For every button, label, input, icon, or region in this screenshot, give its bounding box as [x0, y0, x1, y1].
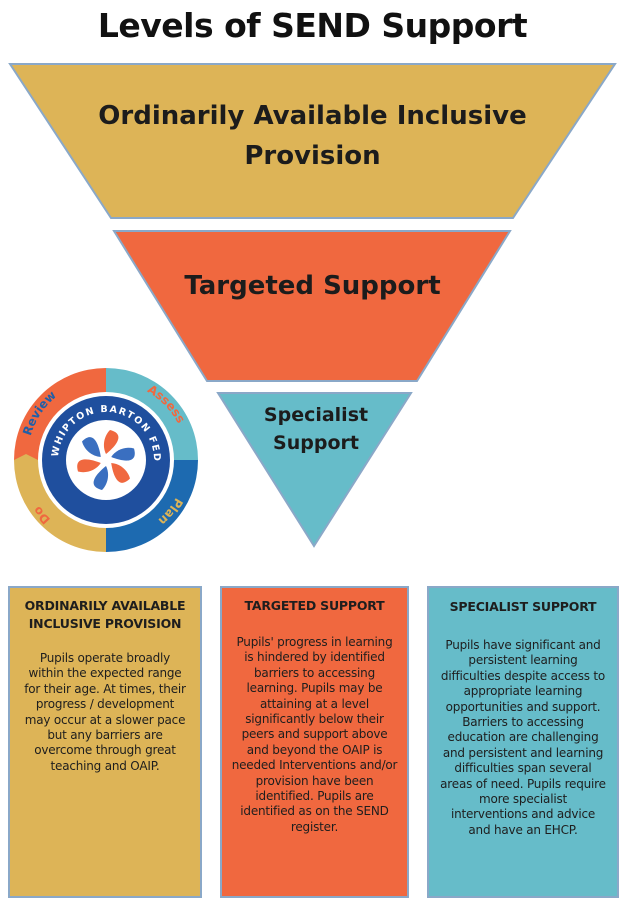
box-text-line: and beyond the OAIP is: [246, 742, 383, 757]
box-text-line: Barriers to accessing: [462, 715, 584, 730]
specialist-support-box-heading: SPECIALIST SUPPORT: [449, 599, 597, 614]
box-text-line: is hindered by identified: [244, 650, 385, 665]
box-text-line: may occur at a slower pace: [24, 712, 186, 727]
targeted-support-description-box: TARGETED SUPPORT Pupils' progress in lea…: [220, 586, 409, 898]
box-text-line: appropriate learning: [463, 684, 583, 699]
box-text-line: Pupils have significant and: [445, 638, 601, 652]
box-text-line: within the expected range: [28, 666, 182, 681]
assess-plan-do-review-cycle: Review Assess Plan Do WHIPTON BARTON FED…: [8, 362, 198, 552]
box-text-line: difficulties span several: [454, 761, 592, 776]
box-text-line: overcome through great: [34, 743, 176, 758]
box-text-line: identified. Pupils are: [255, 789, 374, 804]
box-text-line: progress / development: [35, 697, 175, 712]
box-text-line: significantly below their: [245, 712, 384, 727]
cycle-segment-assess: [106, 368, 198, 466]
specialist-support-description-box: SPECIALIST SUPPORT Pupils have significa…: [427, 586, 619, 898]
oaip-box-heading: ORDINARILY AVAILABLE INCLUSIVE PROVISION: [24, 598, 186, 631]
funnel-tier-1-label: Ordinarily Available Inclusive Provision: [98, 101, 527, 171]
funnel-tier-2-shape: [112, 230, 512, 382]
box-text-line: Pupils' progress in learning: [236, 635, 393, 649]
box-text-line: education are challenging: [447, 730, 599, 745]
cycle-segment-review: [14, 368, 112, 460]
oaip-box-body: Pupils operate broadly within the expect…: [18, 651, 192, 774]
specialist-support-box-body: Pupils have significant and persistent l…: [437, 638, 609, 838]
box-text-line: and persistent and learning: [442, 745, 604, 760]
box-text-line: teaching and OAIP.: [50, 758, 160, 773]
box-text-line: difficulties despite access to: [440, 668, 606, 683]
oaip-description-box: ORDINARILY AVAILABLE INCLUSIVE PROVISION…: [8, 586, 202, 898]
box-text-line: persistent learning: [468, 653, 578, 668]
box-text-line: provision have been: [255, 773, 374, 788]
box-text-line: peers and support above: [241, 727, 388, 742]
box-text-line: more specialist: [478, 792, 568, 807]
box-text-line: barriers to accessing: [254, 665, 375, 680]
box-text-line: identified as on the SEND: [240, 804, 389, 819]
page-title: Levels of SEND Support: [97, 6, 528, 45]
cycle-segment-plan: [100, 460, 198, 552]
cycle-segment-do: [14, 454, 106, 552]
box-text-line: register.: [290, 819, 339, 834]
funnel-tier-2-label: Targeted Support: [184, 271, 441, 301]
box-text-line: and have an EHCP.: [468, 822, 578, 837]
box-text-line: opportunities and support.: [445, 699, 601, 714]
box-text-line: areas of need. Pupils require: [440, 776, 606, 791]
box-text-line: attaining at a level: [259, 696, 369, 711]
box-text-line: needed Interventions and/or: [231, 758, 398, 773]
box-text-line: interventions and advice: [450, 807, 596, 822]
targeted-support-box-heading: TARGETED SUPPORT: [244, 598, 385, 613]
box-text-line: but any barriers are: [47, 728, 163, 743]
targeted-support-box-body: Pupils' progress in learning is hindered…: [230, 635, 399, 835]
box-text-line: for their age. At times, their: [24, 681, 186, 696]
box-text-line: Pupils operate broadly: [39, 651, 171, 665]
funnel-tier-3-shape: [216, 392, 413, 548]
federation-swirl-logo: [77, 430, 135, 490]
funnel-tier-1-shape: [8, 63, 617, 219]
box-text-line: learning. Pupils may be: [246, 681, 383, 696]
funnel-tier-3-label: Specialist Support: [263, 404, 369, 454]
support-funnel: [8, 63, 617, 548]
